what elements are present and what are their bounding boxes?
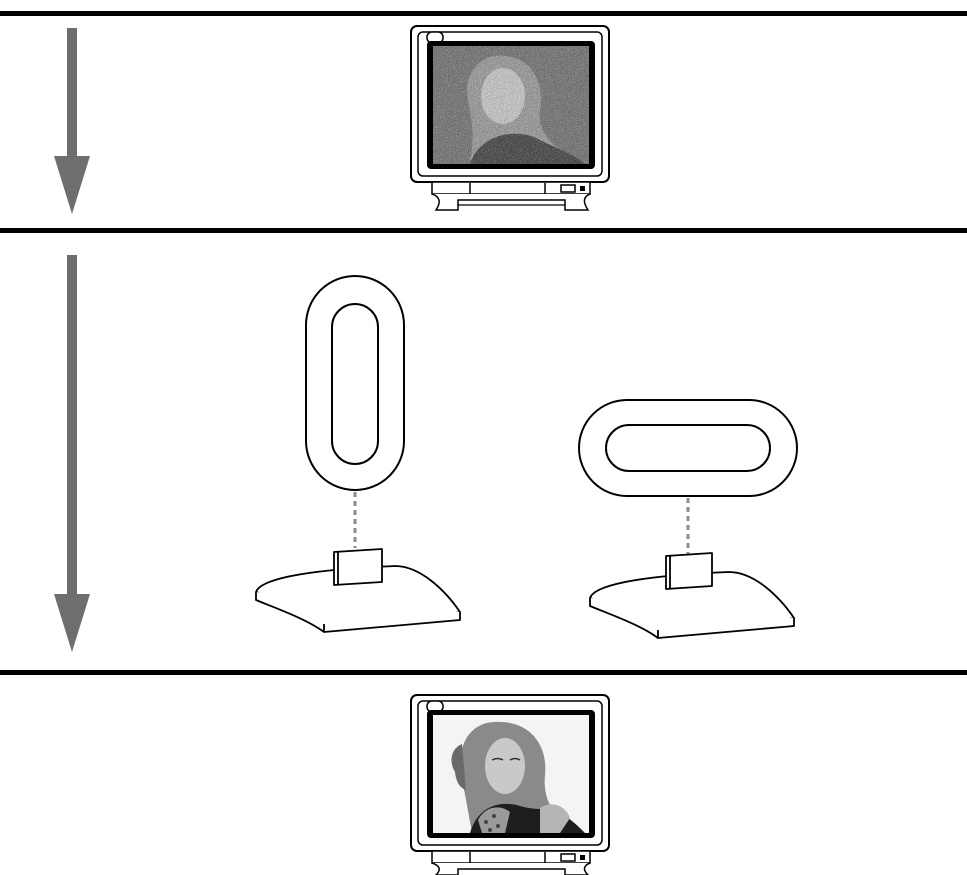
down-arrow-icon-short — [54, 28, 90, 214]
separator-line-lower — [0, 670, 967, 675]
antenna-base-icon-left — [256, 549, 460, 632]
tv-icon-noisy — [411, 26, 609, 210]
separator-line-upper — [0, 228, 967, 233]
separator-line-top — [0, 11, 967, 16]
loop-antenna-icon-horizontal — [579, 400, 797, 558]
tv-icon-clear — [411, 695, 609, 875]
antenna-base-icon-right — [590, 553, 794, 638]
loop-antenna-icon-vertical — [306, 276, 404, 548]
down-arrow-icon-long — [54, 255, 90, 652]
